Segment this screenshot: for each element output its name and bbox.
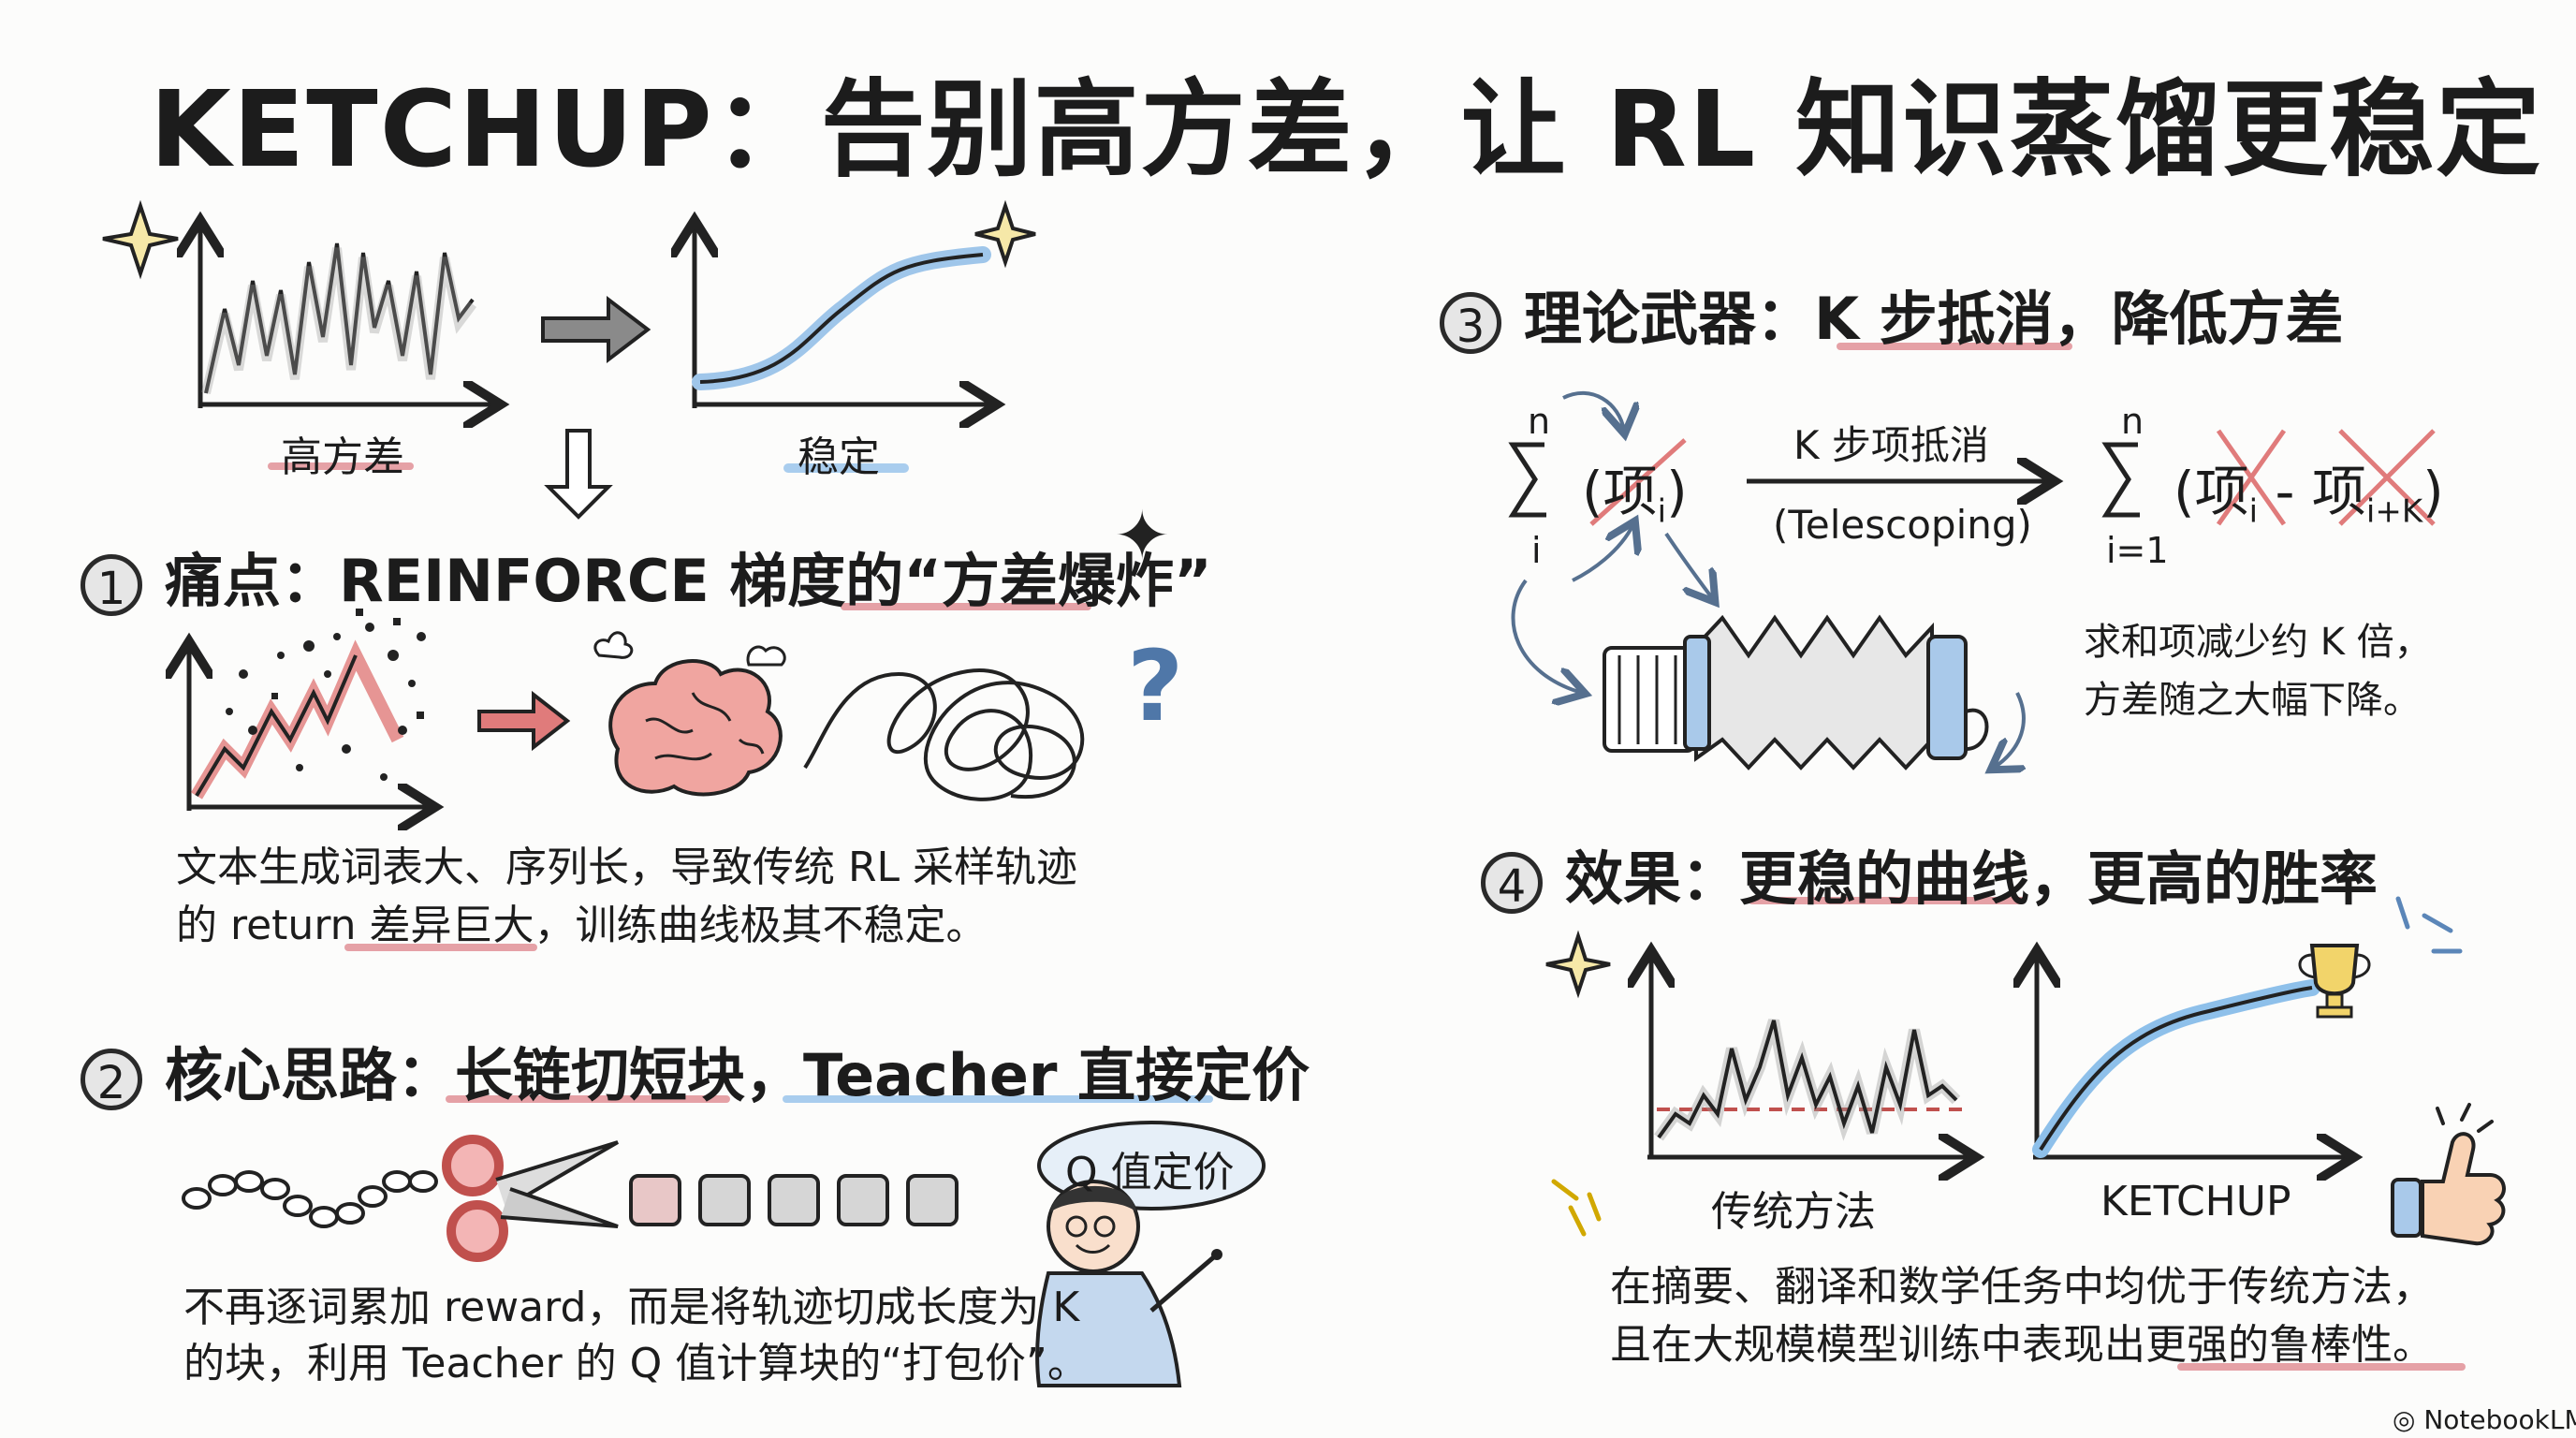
telescoping-label: K 步项抵消 — [1793, 422, 1989, 468]
curved-arrow — [1994, 692, 2024, 768]
section-4-heading: 4 效果：更稳的曲线，更高的胜率 — [1481, 831, 2378, 916]
sparkle-lines — [2395, 896, 2463, 954]
heading-text: 理论武器： — [1524, 285, 1815, 353]
heading-highlight: “方差爆炸” — [903, 547, 1212, 615]
section-2-text-line-2: 的块，利用 Teacher 的 Q 值计算块的“打包价”。 — [183, 1340, 1089, 1387]
term-text: ) — [1666, 460, 1688, 523]
step-number: 3 — [1440, 291, 1501, 354]
heading-text: 核心思路： — [165, 1041, 456, 1109]
stable-chart — [695, 225, 992, 408]
heading-text: 痛点：REINFORCE 梯度的 — [165, 547, 904, 615]
ketchup-label: KETCHUP — [2100, 1178, 2291, 1225]
sparkle-lines — [2436, 1103, 2494, 1133]
text-highlight: 更强的鲁棒性 — [2145, 1321, 2393, 1369]
question-mark-icon: ? — [1127, 629, 1184, 743]
traditional-method-label: 传统方法 — [1711, 1188, 1876, 1236]
high-variance-label: 高方差 — [281, 433, 404, 481]
right-arrow-icon — [541, 295, 651, 364]
sparkle-star-icon: ✦ — [1114, 496, 1171, 575]
high-variance-chart — [200, 225, 496, 408]
heading-text: 效果： — [1565, 844, 1740, 913]
step-number: 1 — [80, 553, 142, 616]
scissors-icon — [442, 1135, 620, 1262]
curved-arrow — [1664, 532, 1713, 599]
down-arrow-icon — [544, 429, 613, 520]
brain-icon — [593, 631, 786, 797]
star-icon — [974, 199, 1036, 269]
step-number: 2 — [80, 1048, 142, 1110]
sum-left-symbol — [1508, 438, 1687, 526]
sum-lower-limit: i=1 — [2106, 530, 2169, 571]
stable-label: 稳定 — [798, 433, 880, 481]
page-title: KETCHUP：告别高方差，让 RL 知识蒸馏更稳定 — [150, 69, 2543, 191]
term-subscript: i — [2248, 492, 2259, 531]
trophy-icon — [2298, 944, 2371, 1019]
text-segment: 。 — [2393, 1321, 2434, 1369]
heading-text: ， — [745, 1041, 804, 1109]
tangled-line-icon — [803, 668, 1085, 801]
notebook-icon: ◎ — [2393, 1404, 2424, 1435]
ketchup-chart — [2033, 955, 2349, 1157]
traditional-method-chart — [1647, 955, 1971, 1157]
text-segment: 的 return — [176, 902, 370, 949]
step-number: 4 — [1481, 851, 1543, 914]
short-blocks — [629, 1174, 959, 1226]
heading-highlight: 更稳的曲线 — [1739, 844, 2030, 913]
variance-note-line-1: 求和项减少约 K 倍， — [2084, 621, 2432, 664]
sum-left-term: (项i) — [1582, 448, 1688, 531]
teacher-icon — [1035, 1121, 1266, 1387]
term-subscript: i — [1657, 492, 1667, 531]
term-text: (项 — [1582, 460, 1658, 523]
term-text: (项 — [2174, 460, 2249, 523]
text-segment: ，训练曲线极其不稳定。 — [534, 902, 988, 949]
section-4-text-line-2: 且在大规模模型训练中表现出更强的鲁棒性。 — [1610, 1316, 2434, 1374]
term-text: ) — [2422, 460, 2444, 523]
sum-upper-limit: n — [2121, 401, 2144, 442]
curved-arrow — [1562, 391, 1624, 431]
thumbs-up-icon — [2391, 1132, 2506, 1246]
star-icon — [1545, 930, 1611, 999]
heading-text: ，更高的胜率 — [2029, 844, 2378, 913]
speech-bubble-text: Q 值定价 — [1065, 1149, 1235, 1196]
exploding-variance-chart — [189, 609, 431, 811]
heading-highlight: 长链切短块 — [455, 1041, 746, 1109]
long-chain-icon — [182, 1170, 438, 1228]
right-arrow-icon — [477, 690, 571, 752]
sum-lower-limit: i — [1531, 530, 1542, 571]
term-text: - 项 — [2258, 460, 2366, 523]
section-1-text-line-2: 的 return 差异巨大，训练曲线极其不稳定。 — [176, 897, 988, 955]
term-subscript: i+K — [2365, 492, 2423, 531]
heading-highlight: Teacher 直接定价 — [803, 1041, 1310, 1109]
section-1-heading: 1 痛点：REINFORCE 梯度的“方差爆炸” — [80, 534, 1212, 618]
watermark-text: NotebookLM — [2423, 1404, 2576, 1435]
watermark: ◎ NotebookLM — [2393, 1404, 2576, 1435]
sum-right-term: (项i - 项i+K) — [2174, 448, 2444, 531]
curved-arrow — [1572, 524, 1633, 582]
section-2-heading: 2 核心思路：长链切短块，Teacher 直接定价 — [80, 1028, 1310, 1112]
text-segment: 且在大规模模型训练中表现出 — [1610, 1321, 2145, 1369]
sparkle-lines — [1551, 1179, 1602, 1237]
star-icon — [102, 199, 179, 280]
sum-upper-limit: n — [1528, 401, 1551, 442]
accordion-icon — [1603, 614, 1989, 770]
section-3-heading: 3 理论武器：K 步抵消，降低方差 — [1440, 271, 2344, 356]
heading-highlight: K 步抵消 — [1814, 285, 2054, 353]
curved-arrow — [1511, 579, 1583, 693]
telescoping-sublabel: (Telescoping) — [1773, 502, 2032, 548]
sum-right-symbol — [2101, 429, 2436, 526]
section-1-text-line-1: 文本生成词表大、序列长，导致传统 RL 采样轨迹 — [176, 844, 1078, 891]
heading-text: ，降低方差 — [2053, 285, 2344, 353]
section-4-text-line-1: 在摘要、翻译和数学任务中均优于传统方法， — [1610, 1263, 2434, 1311]
section-2-text-line-1: 不再逐词累加 reward，而是将轨迹切成长度为 K — [183, 1284, 1080, 1331]
text-highlight: 差异巨大 — [369, 902, 534, 949]
variance-note-line-2: 方差随之大幅下降。 — [2084, 679, 2421, 722]
